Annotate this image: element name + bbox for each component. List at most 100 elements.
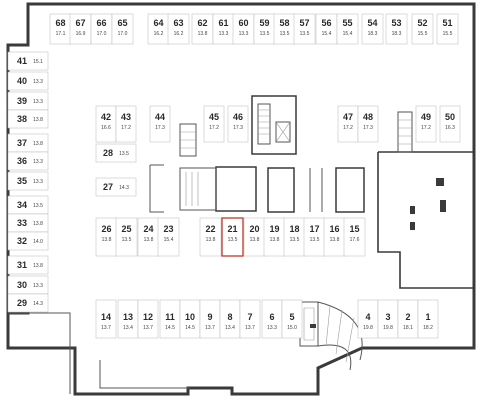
parking-spot-1[interactable]: 118.2 <box>417 299 439 339</box>
parking-spot-box-27[interactable] <box>95 177 137 197</box>
parking-spot-box-35[interactable] <box>7 171 49 191</box>
parking-spot-box-49[interactable] <box>415 105 437 143</box>
parking-spot-8[interactable]: 813.4 <box>219 299 241 339</box>
parking-spot-box-51[interactable] <box>436 13 459 45</box>
parking-spot-box-48[interactable] <box>357 105 379 143</box>
parking-spot-box-22[interactable] <box>199 217 222 257</box>
parking-spot-box-12[interactable] <box>137 299 159 339</box>
parking-spot-box-31[interactable] <box>7 255 49 275</box>
parking-spot-box-50[interactable] <box>439 105 461 143</box>
parking-spot-box-36[interactable] <box>7 151 49 171</box>
parking-spot-box-41[interactable] <box>7 51 49 71</box>
parking-spot-box-1[interactable] <box>417 299 439 339</box>
parking-spot-6[interactable]: 613.3 <box>261 299 283 339</box>
parking-spot-box-5[interactable] <box>281 299 303 339</box>
parking-spot-box-21[interactable] <box>221 217 244 257</box>
parking-spot-box-40[interactable] <box>7 71 49 91</box>
parking-spot-box-57[interactable] <box>293 13 316 45</box>
parking-spot-box-29[interactable] <box>7 293 49 313</box>
parking-spot-box-23[interactable] <box>157 217 180 257</box>
parking-spot-box-54[interactable] <box>361 13 384 45</box>
parking-spot-box-45[interactable] <box>203 105 225 143</box>
parking-spot-box-14[interactable] <box>95 299 117 339</box>
parking-spot-4[interactable]: 419.8 <box>357 299 379 339</box>
parking-spot-box-52[interactable] <box>411 13 434 45</box>
parking-spot-box-43[interactable] <box>115 105 137 143</box>
parking-spot-box-7[interactable] <box>239 299 261 339</box>
parking-spot-7[interactable]: 713.7 <box>239 299 261 339</box>
parking-spot-box-32[interactable] <box>7 231 49 251</box>
parking-spot-box-53[interactable] <box>385 13 408 45</box>
parking-spot-box-38[interactable] <box>7 109 49 129</box>
parking-spot-3[interactable]: 319.8 <box>377 299 399 339</box>
parking-spot-box-44[interactable] <box>149 105 171 143</box>
parking-spot-box-28[interactable] <box>95 143 137 163</box>
parking-spot-9[interactable]: 913.7 <box>199 299 221 339</box>
parking-spot-box-55[interactable] <box>336 13 359 45</box>
parking-spot-box-25[interactable] <box>115 217 138 257</box>
parking-spot-2[interactable]: 218.1 <box>397 299 419 339</box>
parking-spot-5[interactable]: 515.0 <box>281 299 303 339</box>
parking-spot-box-65[interactable] <box>111 13 134 45</box>
parking-spot-box-15[interactable] <box>343 217 366 257</box>
parking-spot-box-63[interactable] <box>167 13 190 45</box>
